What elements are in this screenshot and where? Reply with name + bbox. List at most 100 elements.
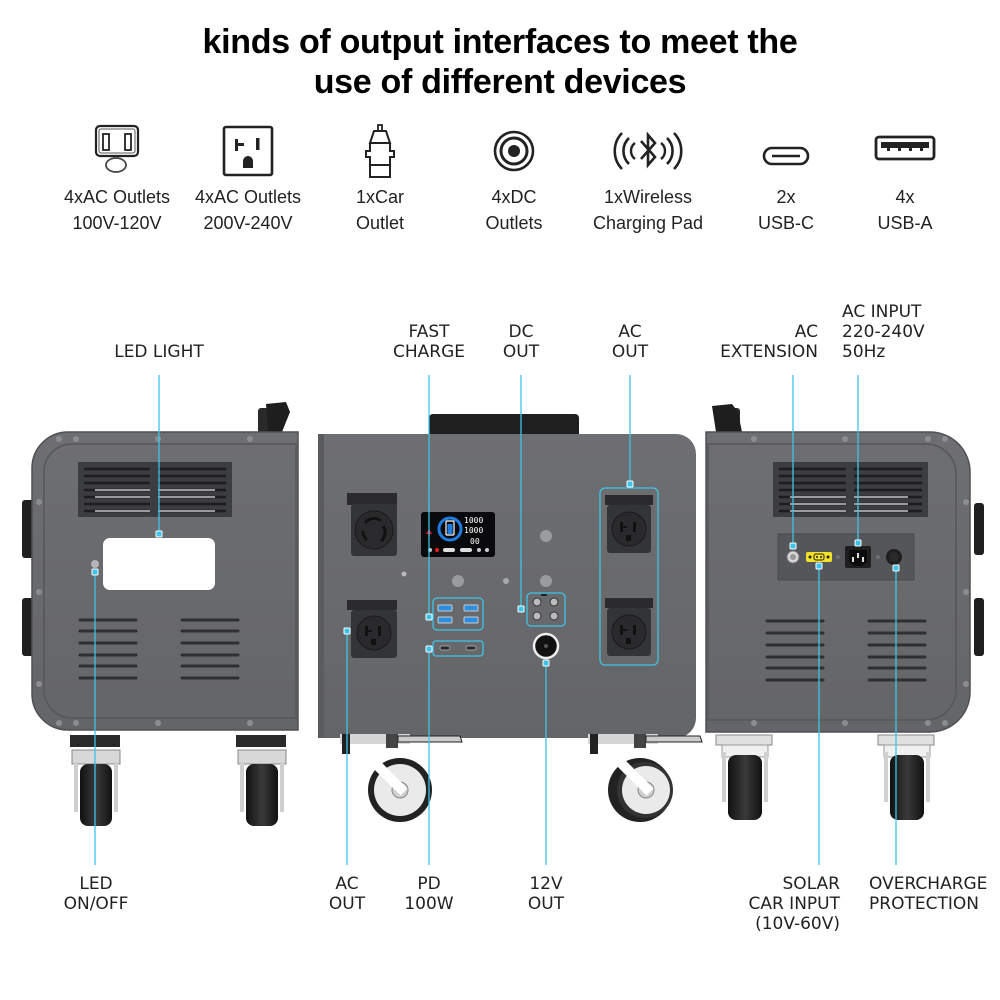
feature-label-line2: USB-A bbox=[877, 213, 933, 233]
dc-group-outline bbox=[526, 592, 566, 627]
callout-text: 50Hz bbox=[842, 342, 886, 362]
usb-c-ports[interactable] bbox=[439, 645, 477, 651]
ac-outlet-right-bottom[interactable] bbox=[605, 598, 653, 656]
callout-ac-out-bottom: AC OUT bbox=[315, 874, 379, 914]
caster-wheel bbox=[236, 735, 287, 826]
caster-wheel bbox=[588, 734, 703, 822]
feature-dc-outlets: 4xDC Outlets bbox=[444, 118, 584, 236]
callout-text: DC bbox=[508, 322, 534, 342]
callout-text: FAST bbox=[408, 322, 450, 342]
led-button[interactable] bbox=[91, 560, 99, 568]
feature-ac-240v: 4xAC Outlets 200V-240V bbox=[178, 118, 318, 236]
callout-pd: PD 100W bbox=[396, 874, 462, 914]
callout-text: OVERCHARGE bbox=[869, 874, 988, 894]
callout-ac-extension: AC EXTENSION bbox=[700, 322, 818, 362]
feature-label-line1: 1xCar bbox=[355, 187, 404, 207]
ac-extension-port[interactable] bbox=[786, 550, 800, 564]
feature-label-line2: 200V-240V bbox=[203, 213, 293, 233]
led-light-panel bbox=[103, 538, 215, 590]
left-side-view bbox=[22, 402, 299, 826]
caster-wheel bbox=[340, 734, 463, 822]
callout-text: LED LIGHT bbox=[114, 342, 204, 362]
lcd-readout-1: 1000 bbox=[464, 516, 483, 525]
usb-a-icon bbox=[874, 135, 936, 161]
ac-outlet-right-top[interactable] bbox=[605, 495, 653, 553]
front-view: 1000 1000 00 bbox=[318, 414, 703, 822]
feature-label-line1: 4x bbox=[895, 187, 915, 207]
feature-usb-c: 2x USB-C bbox=[716, 118, 856, 236]
usb-a-ports[interactable] bbox=[437, 604, 479, 624]
callout-text: 220-240V bbox=[842, 322, 925, 342]
car-outlet-icon bbox=[365, 124, 395, 178]
side-outlet-cover bbox=[22, 500, 34, 558]
callout-text: OUT bbox=[527, 894, 565, 914]
title-line-1: kinds of output interfaces to meet the bbox=[202, 23, 798, 61]
callout-text: OUT bbox=[611, 342, 649, 362]
lcd-readout-2: 1000 bbox=[464, 526, 483, 535]
overcharge-protection-button[interactable] bbox=[886, 549, 902, 565]
handle-right bbox=[712, 404, 742, 434]
callout-led-light: LED LIGHT bbox=[100, 342, 218, 362]
callout-12v: 12V OUT bbox=[514, 874, 578, 914]
usb-a-group-outline bbox=[432, 597, 484, 631]
callout-text: OUT bbox=[502, 342, 540, 362]
ac-out-group-outline bbox=[599, 487, 659, 666]
usb-c-group-outline bbox=[432, 640, 484, 657]
feature-label-line1: 1xWireless bbox=[603, 187, 692, 207]
car-outlet-12v[interactable] bbox=[532, 632, 560, 660]
callout-text: CHARGE bbox=[392, 342, 465, 362]
callout-text: (10V-60V) bbox=[755, 914, 840, 934]
caster-wheel bbox=[70, 735, 121, 826]
ac-outlet-100v-icon bbox=[94, 124, 140, 173]
usb-power-button[interactable] bbox=[452, 575, 464, 587]
feature-label-line1: 4xAC Outlets bbox=[63, 187, 171, 207]
dc-ports[interactable] bbox=[532, 594, 559, 621]
dc-power-button[interactable] bbox=[540, 530, 552, 542]
callout-text: AC bbox=[618, 322, 642, 342]
side-outlet-cover bbox=[22, 598, 34, 656]
callout-text: AC bbox=[335, 874, 359, 894]
callout-ac-out-top: AC OUT bbox=[598, 322, 662, 362]
side-outlet-cover bbox=[974, 503, 984, 555]
feature-label-line1: 4xDC bbox=[491, 187, 537, 207]
xt60-solar-input[interactable] bbox=[806, 552, 832, 562]
indicator-dot bbox=[503, 578, 509, 584]
callout-dc-out: DC OUT bbox=[490, 322, 552, 362]
callout-dots bbox=[91, 480, 900, 667]
callout-ac-input: AC INPUT 220-240V 50Hz bbox=[842, 302, 962, 362]
feature-label-line2: Outlet bbox=[355, 213, 405, 233]
caster-wheel bbox=[877, 734, 935, 820]
callout-overcharge: OVERCHARGE PROTECTION bbox=[869, 874, 999, 914]
callout-text: ON/OFF bbox=[63, 894, 129, 914]
callout-text: PROTECTION bbox=[869, 894, 979, 914]
dc-outlet-icon bbox=[493, 130, 535, 172]
page-title: kinds of output interfaces to meet the u… bbox=[0, 22, 1000, 102]
feature-label-line1: 2x bbox=[776, 187, 796, 207]
callout-text: AC INPUT bbox=[842, 302, 922, 322]
ac-input-socket[interactable] bbox=[845, 546, 871, 568]
right-side-view bbox=[705, 404, 984, 820]
ac-outlet-240v-icon bbox=[222, 125, 274, 177]
side-outlet-cover bbox=[974, 598, 984, 656]
callout-lines bbox=[94, 375, 897, 865]
feature-car-outlet: 1xCar Outlet bbox=[310, 118, 450, 236]
usb-c-icon bbox=[762, 146, 810, 166]
top-handle bbox=[429, 414, 579, 438]
callout-text: CAR INPUT bbox=[748, 894, 840, 914]
ac-twist-lock-outlet[interactable] bbox=[347, 493, 397, 556]
ac-power-button[interactable] bbox=[540, 575, 552, 587]
title-line-2: use of different devices bbox=[313, 63, 687, 101]
feature-label-line2: USB-C bbox=[757, 213, 814, 233]
feature-wireless: 1xWireless Charging Pad bbox=[578, 118, 718, 236]
ac-outlet-left[interactable] bbox=[347, 600, 397, 658]
callout-led-onoff: LED ON/OFF bbox=[50, 874, 142, 914]
callout-text: SOLAR bbox=[782, 874, 840, 894]
callout-text: 100W bbox=[404, 894, 454, 914]
feature-ac-100v: 4xAC Outlets 100V-120V bbox=[47, 118, 187, 236]
lcd-readout-3: 00 bbox=[470, 537, 480, 546]
callout-text: 12V bbox=[529, 874, 563, 894]
callout-text: PD bbox=[417, 874, 441, 894]
callout-fast-charge: FAST CHARGE bbox=[380, 322, 478, 362]
callout-text: OUT bbox=[328, 894, 366, 914]
